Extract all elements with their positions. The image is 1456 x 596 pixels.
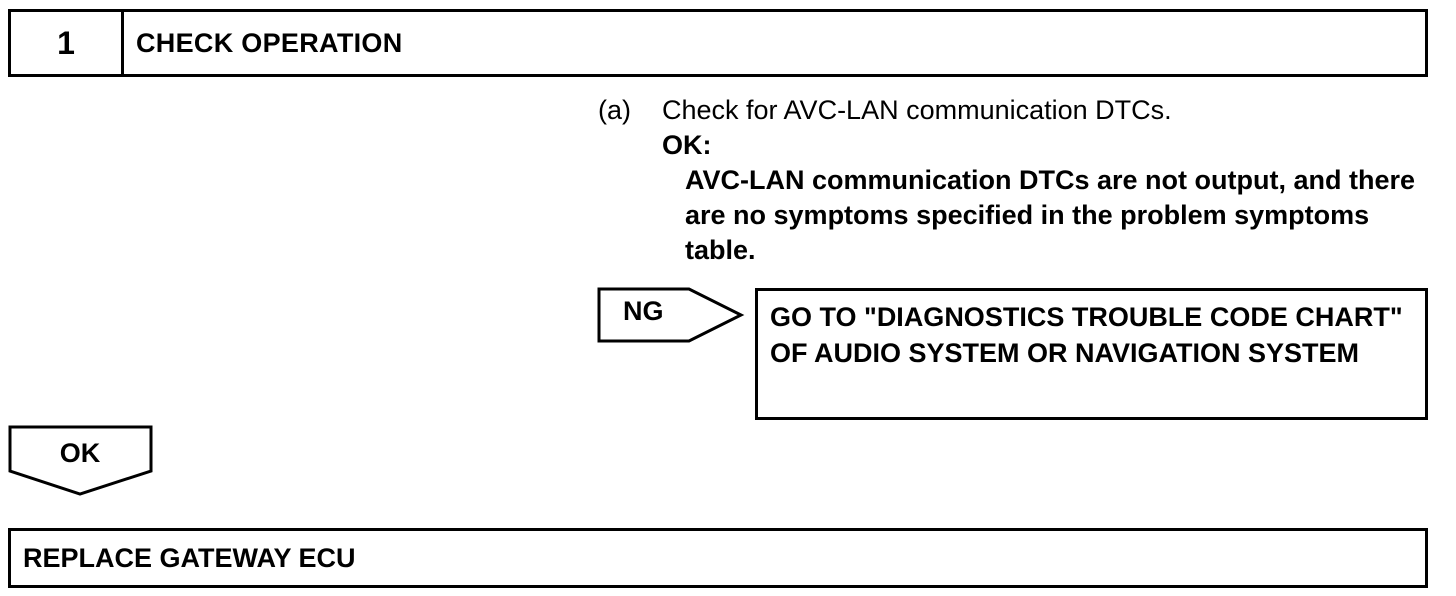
step-number: 1 [11, 12, 124, 74]
instruction-block: (a) Check for AVC-LAN communication DTCs… [598, 93, 1438, 268]
ng-arrow: NG [597, 287, 747, 343]
ng-arrow-shape [597, 287, 745, 343]
instruction-marker: (a) [598, 95, 631, 125]
ok-criteria-label: OK: [662, 130, 712, 160]
instruction-text: Check for AVC-LAN communication DTCs. [662, 95, 1172, 125]
ok-criteria-text: AVC-LAN communication DTCs are not outpu… [685, 165, 1416, 265]
ok-arrow: OK [8, 425, 154, 497]
ok-arrow-shape [8, 425, 153, 496]
ok-label: OK [59, 438, 101, 468]
instruction-line: (a) Check for AVC-LAN communication DTCs… [598, 93, 1438, 128]
step-header: 1 CHECK OPERATION [8, 9, 1428, 77]
ng-label: NG [623, 296, 664, 326]
final-step-box: REPLACE GATEWAY ECU [8, 528, 1428, 588]
ng-result-box: GO TO "DIAGNOSTICS TROUBLE CODE CHART" O… [755, 288, 1428, 420]
step-title: CHECK OPERATION [136, 27, 403, 58]
